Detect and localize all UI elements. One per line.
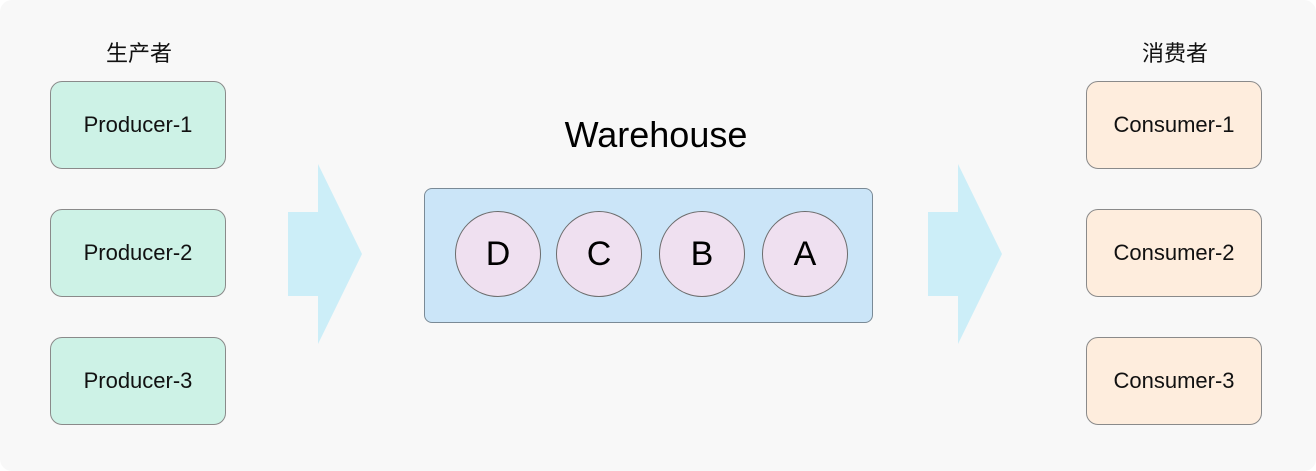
- consumer-label: Consumer-1: [1113, 112, 1235, 137]
- producer-box-1: Producer-1: [50, 81, 226, 169]
- warehouse-container: D C B A: [424, 188, 873, 323]
- consumers-title: 消费者: [1141, 42, 1208, 67]
- consumer-box-1: Consumer-1: [1086, 81, 1262, 169]
- warehouse-item-b: B: [659, 211, 745, 297]
- producer-label: Producer-3: [83, 368, 193, 393]
- consumer-box-2: Consumer-2: [1086, 209, 1262, 297]
- producers-title: 生产者: [105, 42, 172, 67]
- warehouse-item-d: D: [455, 211, 541, 297]
- consumer-box-3: Consumer-3: [1086, 337, 1262, 425]
- consume-arrow-icon: [928, 164, 1004, 344]
- producer-label: Producer-2: [83, 240, 193, 265]
- warehouse-item-c: C: [556, 211, 642, 297]
- consumer-label: Consumer-2: [1113, 240, 1235, 265]
- produce-arrow-icon: [288, 164, 364, 344]
- producer-box-3: Producer-3: [50, 337, 226, 425]
- producer-box-2: Producer-2: [50, 209, 226, 297]
- consumer-label: Consumer-3: [1113, 368, 1235, 393]
- producer-label: Producer-1: [83, 112, 193, 137]
- warehouse-title: Warehouse: [564, 114, 748, 155]
- warehouse-item-a: A: [762, 211, 848, 297]
